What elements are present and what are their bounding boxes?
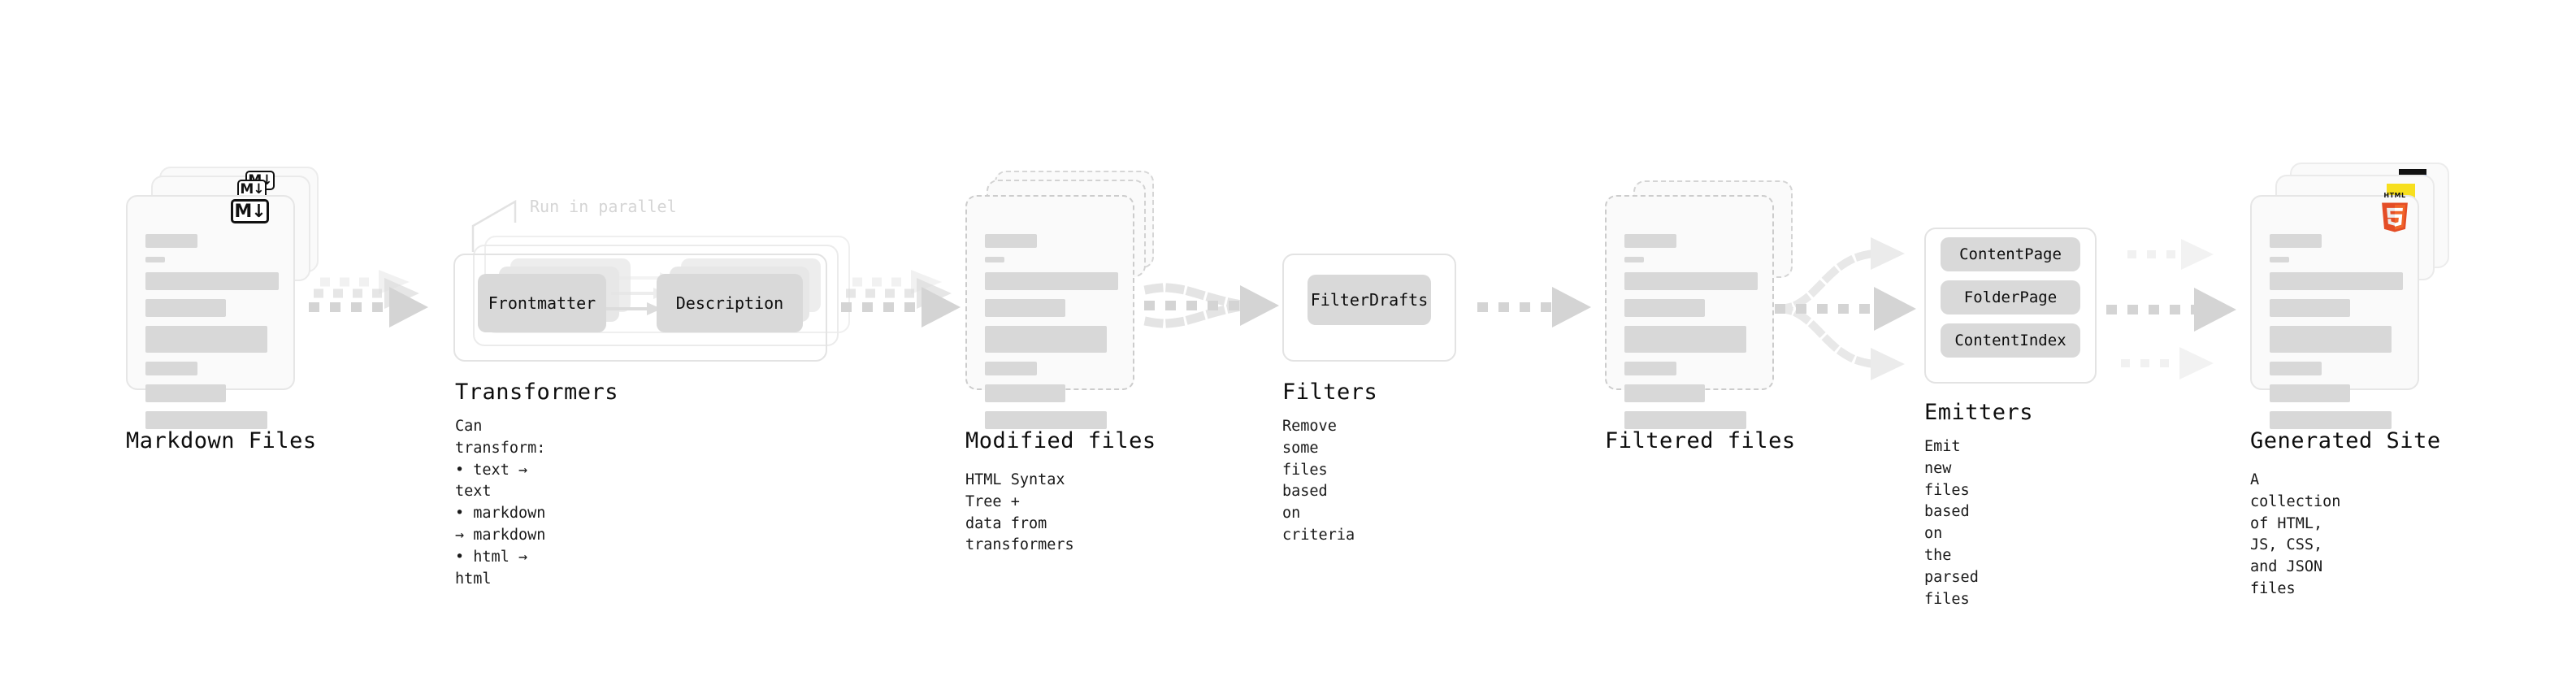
modified-card-front [965,195,1134,429]
content-line [145,299,226,317]
arrow-modified-to-filters [1143,283,1279,328]
markdown-card-content [145,234,279,438]
chip-contentpage[interactable]: ContentPage [1941,237,2080,271]
html5-icon-label: HTML [2383,192,2406,199]
stage-title-transformers: Transformers [455,380,619,405]
content-line [1624,272,1758,290]
content-line [1624,257,1644,262]
content-line [145,326,267,353]
content-line [985,384,1065,402]
content-line [1624,234,1676,248]
arrow-transformers-to-modified [841,270,961,327]
content-line [2270,272,2403,290]
stage-caption-modified-files: HTML Syntax Tree + data from transformer… [965,471,1074,554]
stage-title-markdown-files: Markdown Files [126,428,317,453]
content-line [2270,234,2322,248]
arrow-markdown-to-transformers [309,270,428,327]
content-line [145,384,226,402]
stage-title-emitters: Emitters [1924,400,2034,425]
content-line [1624,362,1676,375]
content-line [985,257,1004,262]
arrow-emitters-to-site [2106,239,2236,380]
content-line [2270,326,2392,353]
content-line [985,411,1107,429]
filtered-card-content [1624,234,1758,438]
content-line [985,234,1037,248]
content-line [145,257,165,262]
content-line [145,411,267,429]
content-line [985,299,1065,317]
content-line [2270,384,2350,402]
transformer-layer-mid [473,245,839,346]
stage-title-modified-files: Modified files [965,428,1156,453]
content-line [2270,299,2350,317]
content-line [145,272,279,290]
chip-description[interactable]: Description [657,274,803,332]
stage-caption-emitters: Emit new files based on the parsed files [1924,438,1979,608]
markdown-card-front [126,195,295,429]
modified-card-content [985,234,1118,438]
chip-folderpage[interactable]: FolderPage [1941,280,2080,314]
content-line [145,234,197,248]
chip-filterdrafts[interactable]: FilterDrafts [1308,275,1431,325]
arrow-filters-to-filtered [1477,287,1591,327]
site-card-content [2270,234,2403,438]
content-line [2270,411,2392,429]
content-line [1624,411,1746,429]
content-line [1624,299,1705,317]
content-line [985,326,1107,353]
transformers-group-box [453,254,827,362]
html5-icon: HTML [2379,192,2410,234]
content-line [2270,362,2322,375]
stage-title-filters: Filters [1282,380,1378,405]
chip-frontmatter[interactable]: Frontmatter [478,274,606,332]
markdown-icon: M↓ [231,199,269,223]
content-line [1624,326,1746,353]
content-line [985,272,1118,290]
stage-title-generated-site: Generated Site [2250,428,2441,453]
filtered-card-front [1605,195,1774,429]
run-in-parallel-label: Run in parallel [530,197,677,216]
chip-contentindex[interactable]: ContentIndex [1941,323,2080,358]
content-line [2270,257,2289,262]
arrow-filtered-to-emitters [1775,237,1916,380]
content-line [985,362,1037,375]
run-in-parallel-bracket [471,199,517,252]
content-line [145,362,197,375]
stage-title-filtered-files: Filtered files [1605,428,1796,453]
stage-caption-transformers: Can transform: • text → text • markdown … [455,418,546,588]
stage-caption-generated-site: A collection of HTML, JS, CSS, and JSON … [2250,471,2341,598]
content-line [1624,384,1705,402]
stage-caption-filters: Remove some files based on criteria [1282,418,1355,544]
